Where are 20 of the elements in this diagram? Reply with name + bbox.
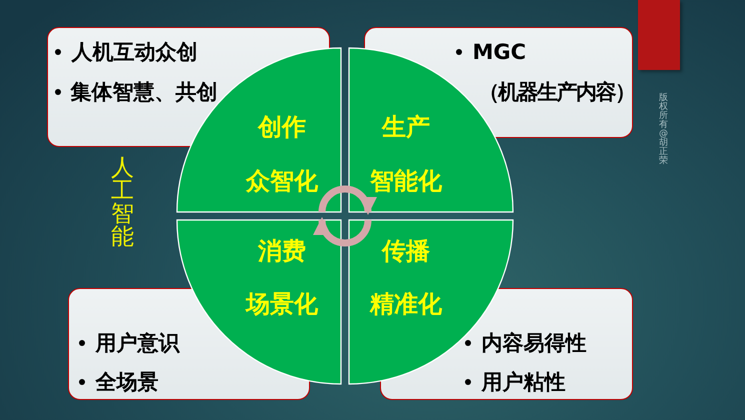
segment-subtitle: 智能化	[370, 168, 442, 194]
bullet-text: 全场景	[96, 370, 158, 394]
cycle-arrow	[318, 186, 376, 215]
bullet-text: 用户粘性	[482, 370, 566, 394]
cycle-arrow	[314, 217, 372, 246]
bullet-text: MGC	[472, 40, 526, 64]
bullet-text: （机器生产内容）	[478, 80, 634, 104]
segment-title: 传播	[382, 238, 430, 264]
bullet-text: 内容易得性	[482, 330, 586, 354]
bullet-text: 用户意识	[96, 330, 180, 354]
bullet-text: 人机互动众创	[72, 40, 198, 64]
segment-subtitle: 众智化	[246, 168, 318, 194]
segment-title: 生产	[382, 114, 430, 140]
bullet-text: 集体智慧、共创	[70, 80, 218, 104]
segment-title: 消费	[258, 238, 306, 264]
copyright-note: 版权所有@胡正荣	[659, 94, 668, 166]
segment-subtitle: 精准化	[370, 291, 442, 317]
segment-subtitle: 场景化	[246, 291, 318, 317]
segment-title: 创作	[258, 114, 306, 140]
vertical-label: 人工智能	[111, 157, 134, 249]
